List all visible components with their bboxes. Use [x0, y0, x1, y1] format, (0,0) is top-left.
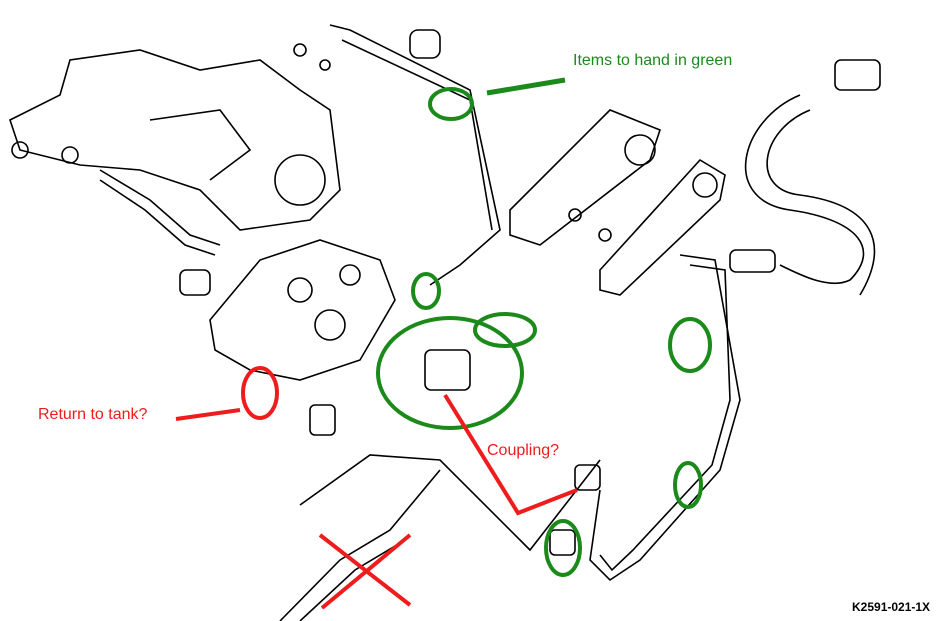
engine-block: [9, 49, 341, 231]
green-items-note: Items to hand in green: [573, 52, 733, 69]
coupling-parts: [279, 349, 601, 621]
green-markers: [376, 77, 712, 577]
brackets: [509, 109, 726, 296]
return-to-tank-note: Return to tank?: [38, 406, 148, 423]
hose-assembly: [729, 59, 881, 296]
red-markers: [175, 366, 578, 610]
top-linkage: [293, 24, 501, 286]
left-pipe: [99, 169, 221, 296]
part-number: K2591-021-1X: [852, 600, 931, 614]
right-pipe: [589, 254, 741, 582]
coupling-note: Coupling?: [487, 442, 560, 459]
pump-body: [209, 239, 396, 381]
